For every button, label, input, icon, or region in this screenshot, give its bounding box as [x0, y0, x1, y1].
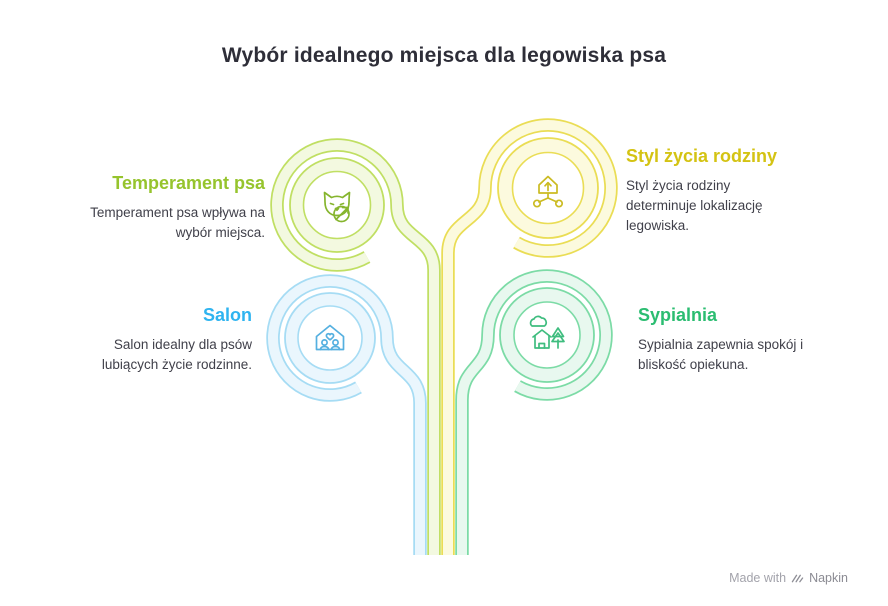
lifestyle-heading: Styl życia rodziny	[626, 146, 778, 166]
temperament-description: Temperament psa wpływa na wybór miejsca.	[90, 204, 265, 240]
salon-description: Salon idealny dla psów lubiących życie r…	[101, 336, 252, 372]
made-with-napkin-badge[interactable]: Made with Napkin	[729, 571, 848, 585]
sypialnia-heading: Sypialnia	[638, 305, 718, 325]
sypialnia-branch	[455, 269, 613, 555]
salon-label-block: Salon Salon idealny dla psów lubiących ż…	[84, 305, 252, 375]
napkin-logo-icon	[791, 574, 804, 582]
salon-branch	[266, 274, 427, 555]
family-home-icon	[315, 324, 345, 351]
sypialnia-branch-tube-fill	[457, 271, 611, 555]
temperament-branch	[270, 138, 441, 555]
temperament-branch-tube-fill	[272, 140, 439, 555]
salon-branch-inner-circle	[297, 305, 363, 371]
temperament-label-block: Temperament psa Temperament psa wpływa n…	[90, 173, 265, 243]
sypialnia-branch-inner-circle	[513, 301, 581, 369]
home-decision-tree-icon	[532, 175, 564, 208]
salon-heading: Salon	[202, 305, 252, 325]
temperament-heading: Temperament psa	[112, 173, 265, 193]
temperament-branch-inner-circle	[302, 170, 372, 240]
napkin-brand-text: Napkin	[809, 571, 848, 585]
sypialnia-description: Sypialnia zapewnia spokój i bliskość opi…	[638, 336, 804, 372]
salon-branch-tube-fill	[268, 276, 425, 555]
lifestyle-branch	[441, 118, 618, 555]
lifestyle-description: Styl życia rodziny determinuje lokalizac…	[626, 177, 763, 234]
made-with-text: Made with	[729, 571, 787, 585]
lifestyle-label-block: Styl życia rodziny Styl życia rodziny de…	[626, 146, 794, 236]
lifestyle-branch-tube-fill	[443, 120, 616, 555]
cat-icon	[323, 191, 351, 223]
page-title: Wybór idealnego miejsca dla legowiska ps…	[221, 44, 667, 67]
sypialnia-label-block: Sypialnia Sypialnia zapewnia spokój i bl…	[638, 305, 828, 375]
bedroom-house-icon	[529, 315, 565, 349]
